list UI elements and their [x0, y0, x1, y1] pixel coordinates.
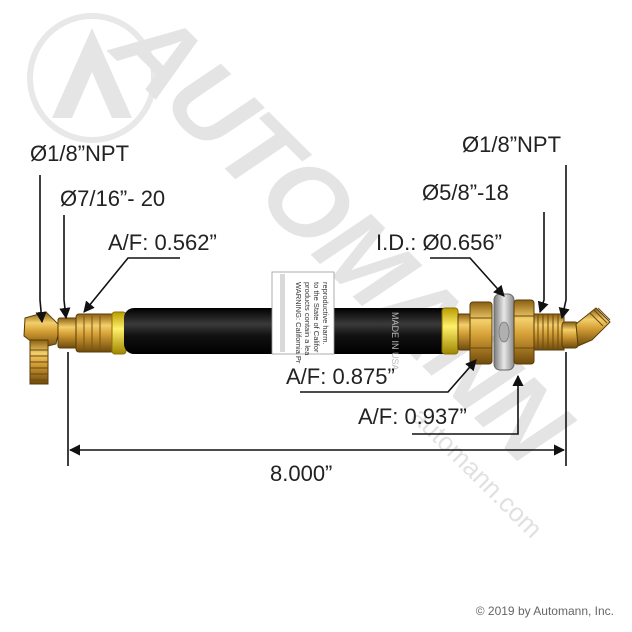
washer-af-leader: [412, 374, 524, 435]
inner-diameter-label: I.D.: Ø0.656”: [376, 230, 502, 255]
left-af-leader: [83, 257, 180, 313]
product-label: WARNING: California Pr products contain …: [271, 271, 335, 364]
left-fitting-label: Ø7/16”- 20: [60, 186, 165, 211]
right-collar-ring: [441, 307, 459, 355]
overall-length-label: 8.000”: [270, 461, 332, 486]
right-hex-nut: [469, 301, 493, 365]
left-thread-label: Ø1/8”NPT: [30, 141, 129, 166]
washer-af-label: A/F: 0.937”: [358, 404, 467, 429]
label-line-3: to the State of Califor: [312, 282, 321, 353]
left-fitting-body: [75, 313, 115, 353]
right-thread-leader: [558, 165, 570, 320]
right-elbow-fitting: [561, 307, 611, 349]
label-line-2: products contain a lea: [303, 282, 312, 356]
left-hex-nut: [57, 317, 79, 349]
left-fitting-leader: [59, 215, 71, 320]
inner-diameter-leader: [430, 257, 505, 297]
nut-af-label: A/F: 0.875”: [286, 364, 395, 389]
label-line-4: reproductive harm.: [321, 282, 330, 345]
dimension-lines: [35, 165, 570, 466]
label-line-1: WARNING: California Pr: [294, 282, 303, 364]
threaded-shank: [533, 313, 565, 351]
nut-af-leader: [300, 359, 477, 393]
right-fitting-leader: [537, 212, 549, 314]
brand-logo-icon: [27, 13, 157, 143]
left-thread-leader: [35, 175, 47, 324]
bulkhead-nut: [513, 299, 535, 365]
right-thread-label: Ø1/8”NPT: [462, 132, 561, 157]
copyright-notice: © 2019 by Automann, Inc.: [475, 604, 614, 618]
washer: [493, 293, 515, 371]
left-collar-ring: [111, 311, 127, 355]
left-elbow-fitting: [23, 311, 61, 385]
left-af-label: A/F: 0.562”: [108, 230, 217, 255]
made-in-usa-print: MADE IN USA: [390, 312, 400, 371]
right-fitting-label: Ø5/8”-18: [422, 180, 509, 205]
